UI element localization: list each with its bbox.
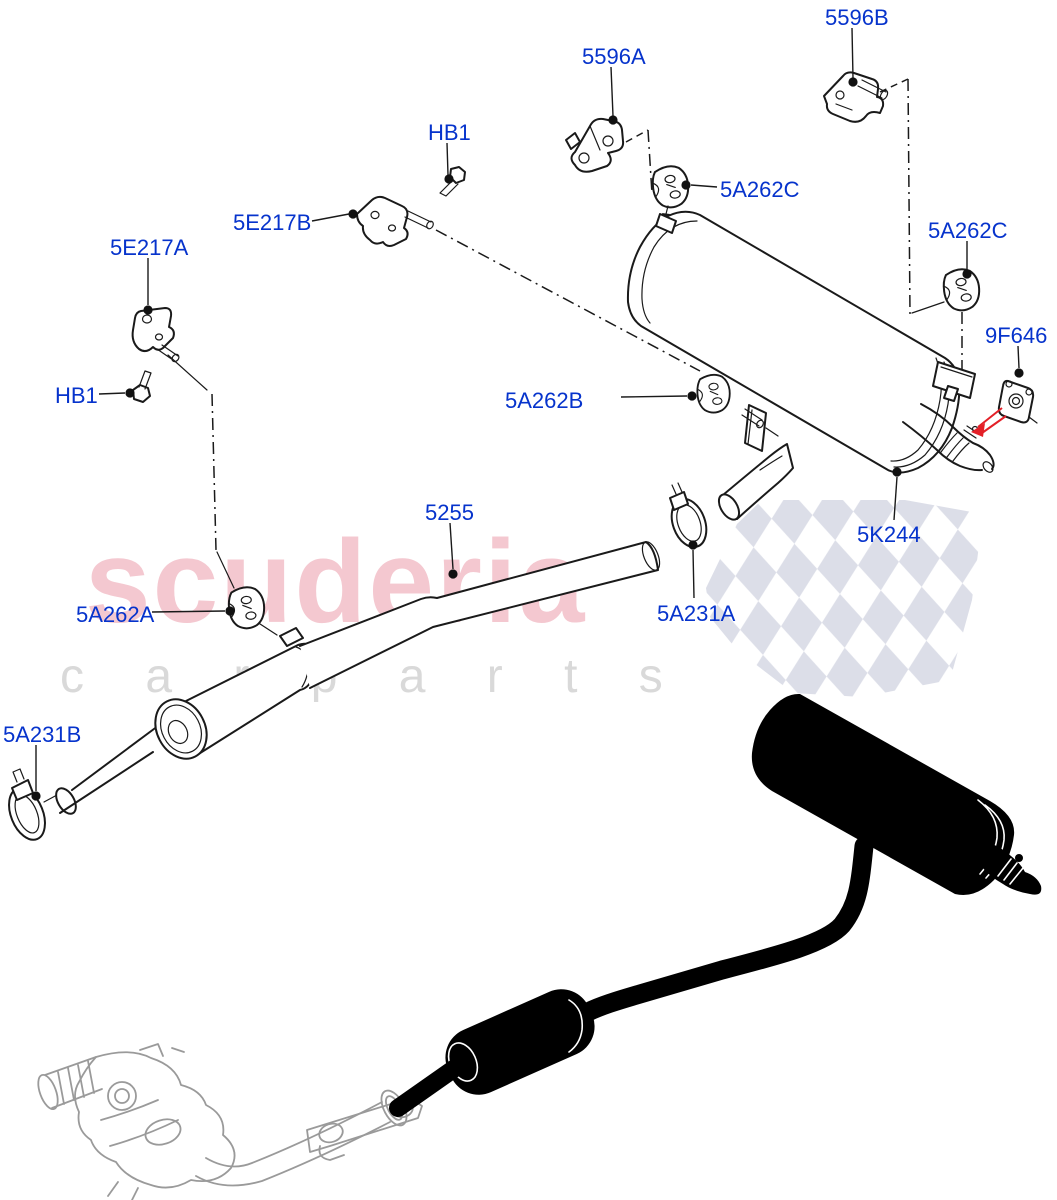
- callout-dot-9F646: [1014, 368, 1024, 378]
- leader-line-5K244: [893, 476, 898, 521]
- leader-line-HB1-left: [98, 392, 126, 395]
- middle-pipe-assembly-5255: [8, 541, 661, 841]
- callout-dot-5A262A: [225, 606, 235, 616]
- part-label-5A262C-1[interactable]: 5A262C: [720, 177, 800, 202]
- part-label-5A231A[interactable]: 5A231A: [657, 601, 736, 626]
- callout-dot-5K244: [892, 467, 902, 477]
- callout-5A231A: 5A231A: [657, 540, 736, 626]
- callout-dot-HB1-top: [444, 174, 454, 184]
- bracket-5596A: [565, 117, 625, 173]
- bracket-5596B: [823, 71, 889, 123]
- silhouette-assembly: [389, 693, 1042, 1117]
- part-label-5A231B[interactable]: 5A231B: [3, 722, 81, 747]
- callout-dot-HB1-left: [125, 388, 135, 398]
- callout-HB1-top: HB1: [428, 120, 471, 184]
- ghost-front-section: [37, 1043, 433, 1200]
- red-pointer-arrows: [971, 407, 1007, 437]
- part-labels-layer: 5596B 5596A HB1 5E217B 5A262C 5A262C 5E217A 9F6…: [3, 5, 1047, 801]
- callout-5596A: 5596A: [582, 44, 646, 125]
- callout-5A262A: 5A262A: [76, 602, 235, 627]
- callout-dot-5E217B: [348, 209, 358, 219]
- checkered-flag-watermark: [706, 500, 983, 697]
- bracket-5E217B: [356, 195, 434, 247]
- hanger-5A262C-2: [940, 266, 983, 314]
- part-label-5596A[interactable]: 5596A: [582, 44, 646, 69]
- silhouette-centre-muffler: [445, 989, 595, 1095]
- rear-muffler-outline: [626, 210, 976, 474]
- callout-5A262B: 5A262B: [505, 388, 697, 413]
- callout-5K244: 5K244: [857, 467, 921, 547]
- outline-drawing: [8, 71, 1038, 841]
- callout-5255: 5255: [425, 500, 474, 579]
- silhouette-tailpipe: [967, 838, 1042, 895]
- callout-dot-5A231B: [31, 791, 41, 801]
- silhouette-inlet-pipe: [389, 1059, 464, 1117]
- bracket-5E217A: [131, 307, 180, 363]
- tailpipe-outline: [902, 403, 995, 473]
- part-label-5255[interactable]: 5255: [425, 500, 474, 525]
- part-label-5A262A[interactable]: 5A262A: [76, 602, 155, 627]
- silhouette-connector-pipe: [578, 836, 874, 1022]
- leader-line-9F646: [1017, 345, 1020, 369]
- part-label-5E217A[interactable]: 5E217A: [110, 235, 189, 260]
- bolt-HB1-left: [132, 370, 152, 403]
- callout-5E217B: 5E217B: [233, 209, 358, 235]
- part-label-5A262C-2[interactable]: 5A262C: [928, 218, 1008, 243]
- silhouette-rear-muffler: [751, 693, 1015, 896]
- inlet-elbow-pipe: [717, 443, 794, 521]
- part-label-5A262B[interactable]: 5A262B: [505, 388, 583, 413]
- callout-dot-5255: [448, 569, 458, 579]
- leader-line-5596A: [610, 66, 614, 117]
- leader-line-5596B: [851, 27, 854, 79]
- leader-line-5A262A: [151, 610, 226, 613]
- silhouette-tailpipe-bolt: [1015, 854, 1023, 862]
- callout-5A262C-1: 5A262C: [681, 177, 800, 202]
- leader-line-5255: [449, 522, 454, 570]
- callout-5A231B: 5A231B: [3, 722, 81, 801]
- callout-dot-5596A: [608, 115, 618, 125]
- leader-line-5A262C-1: [690, 184, 718, 188]
- part-label-5K244[interactable]: 5K244: [857, 522, 921, 547]
- callout-5596B: 5596B: [825, 5, 889, 87]
- tagline-watermark: c a r p a r t s: [60, 650, 687, 703]
- leader-line-HB1-top: [446, 142, 449, 176]
- leader-line-5E217B: [311, 213, 350, 222]
- hanger-5A262B: [695, 372, 732, 415]
- flange-9F646: [997, 379, 1038, 424]
- alignment-guide-lines: [43, 78, 963, 803]
- callout-dot-5A262C-2: [962, 269, 972, 279]
- callout-5E217A: 5E217A: [110, 235, 189, 315]
- clamp-5A231B: [8, 768, 46, 841]
- leader-line-5A262B: [620, 395, 688, 398]
- callout-5A262C-2: 5A262C: [928, 218, 1008, 279]
- part-label-9F646[interactable]: 9F646: [985, 323, 1047, 348]
- part-label-5E217B[interactable]: 5E217B: [233, 210, 311, 235]
- callout-dot-5A231A: [688, 540, 698, 550]
- callout-dot-5A262C-1: [681, 180, 691, 190]
- callout-dot-5596B: [848, 77, 858, 87]
- callout-dot-5A262B: [687, 391, 697, 401]
- leader-line-5A231A: [692, 549, 695, 599]
- callout-HB1-left: HB1: [55, 383, 135, 408]
- part-label-HB1-top[interactable]: HB1: [428, 120, 471, 145]
- callout-9F646: 9F646: [985, 323, 1047, 378]
- part-label-5596B[interactable]: 5596B: [825, 5, 889, 30]
- clamp-5A231A: [669, 482, 708, 549]
- part-label-HB1-left[interactable]: HB1: [55, 383, 98, 408]
- callout-dot-5E217A: [143, 305, 153, 315]
